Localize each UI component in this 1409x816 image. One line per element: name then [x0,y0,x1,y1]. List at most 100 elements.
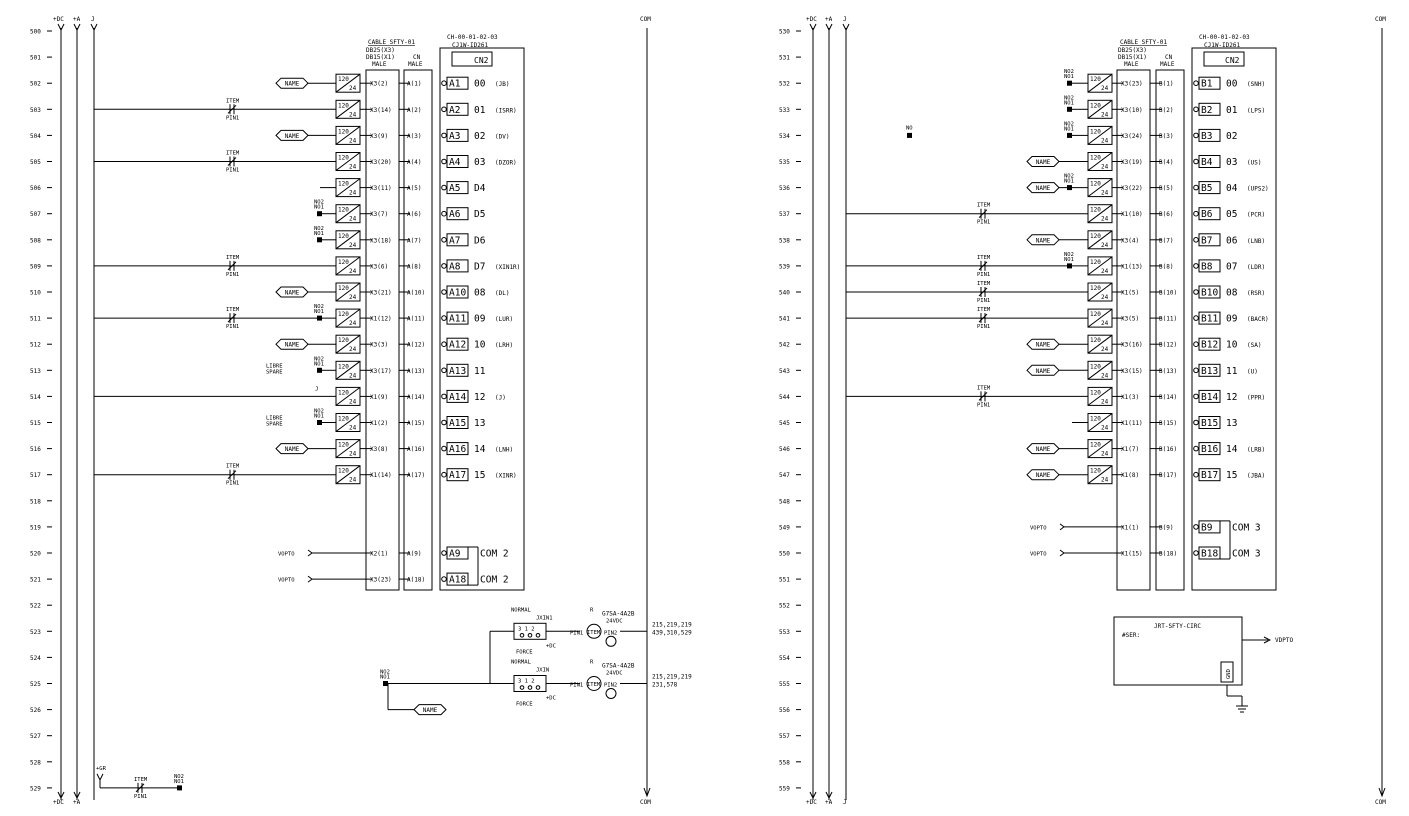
input-tag: (SNH) [1247,81,1265,88]
terminal-box [446,363,469,377]
right-rail-j-label: J [843,16,847,23]
pin2-label: PIN2 [604,683,617,689]
rung-number: 554 [779,655,790,662]
rung-number: 544 [779,394,790,401]
relay-diagonal [1087,334,1113,354]
terminal-label: A16 [449,444,466,455]
relay-rating-top: 120 [1090,181,1101,188]
module-terminal [1193,419,1199,426]
cn-pin-label: A(5) [407,185,421,192]
gr-label: +GR [96,766,107,772]
relay-diagonal [1087,360,1113,380]
switch-pin [535,685,541,690]
name-flag-label: NAME [1036,472,1051,479]
relay-rating-top: 120 [338,155,349,162]
terminal-box [1198,207,1221,221]
contact-slash [978,261,988,271]
terminal-box [446,311,469,325]
io-module-box [439,47,525,591]
rung-number: 527 [30,733,41,740]
cn-pin-label: A(16) [407,446,425,453]
right-cn-label: CN [1165,54,1173,61]
name-flag: NAME [275,338,309,350]
spare-label: SPARE [266,422,283,428]
terminal-box [446,442,469,456]
name-flag: NAME [1026,469,1060,481]
j-label: J [315,386,318,392]
relay-coil [586,676,602,691]
rail-arrow-top [73,23,81,32]
relay-r-label: R [590,660,594,666]
rung-number: 555 [779,681,790,688]
relay-diagonal [335,230,361,250]
vopto-label: VOPTO [278,552,295,558]
relay-rating-bottom: 24 [1101,398,1109,405]
switch-pin [519,633,525,638]
input-tag: (BACR) [1247,316,1269,323]
rung-number: 537 [779,211,790,218]
cn-pin-label: A(18) [407,577,425,584]
left-db15-label: DB15(X1) [366,54,395,61]
relay-rating-top: 120 [338,442,349,449]
cn-pin-label: B(16) [1159,446,1177,453]
terminal-box [446,389,469,403]
terminal-label: A2 [449,105,460,116]
relay-rating-top: 120 [338,207,349,214]
module-terminal [1193,367,1199,374]
relay-diagonal [1087,73,1113,93]
rung-number: 535 [779,159,790,166]
cable-pin-label: X1(13) [1121,263,1143,270]
cn-pin-label: A(1) [407,81,421,88]
vdpto-arrow [1263,636,1272,644]
rung-number: 531 [779,55,790,62]
name-flag-label: NAME [285,342,300,349]
rail-arrow-bottom [1378,787,1386,798]
cable-connector-box [365,69,400,591]
relay-volt-label: 24VDC [606,671,623,677]
no-terminal [317,237,322,243]
cn-pin-label: B(8) [1159,263,1173,270]
rung-number: 517 [30,472,41,479]
module-terminal [441,132,447,139]
right-db25-label: DB25(X3) [1118,47,1147,54]
module-terminal [441,289,447,295]
input-bit: 11 [1226,366,1238,377]
cable-pin-label: X3(23) [1121,81,1143,88]
rung-number: 501 [30,55,41,62]
input-bit: 05 [1226,209,1237,220]
module-terminal [441,80,447,86]
input-tag: (XINR) [495,473,517,480]
input-bit: 08 [474,288,486,299]
cable-pin-label: X1(3) [1121,394,1139,401]
relay-rating-top: 120 [1090,416,1101,423]
input-bit: 03 [1226,157,1237,168]
terminal-label: A13 [449,366,466,377]
left-rail-dc-label-bottom: +DC [53,799,64,806]
rung-number: 505 [30,159,41,166]
rung-number: 548 [779,498,790,505]
cn-pin-label: B(5) [1159,185,1173,192]
cn-pin-label: B(17) [1159,472,1177,479]
input-tag: (LPS) [1247,107,1265,114]
input-bit: 08 [1226,288,1238,299]
terminal-label: B10 [1201,288,1218,299]
terminal-box [1198,416,1221,429]
rung-number: 510 [30,290,41,297]
cn-pin-label: A(4) [407,159,421,166]
pin1-label: PIN1 [226,324,239,330]
rung-number: 518 [30,498,41,505]
relay-diagonal [1087,178,1113,198]
module-terminal [1193,80,1199,86]
cross-ref-2: 231,578 [652,682,678,689]
input-tag: (LUR) [495,316,513,323]
cn-pin-label: A(7) [407,237,421,244]
libre-label: LIBRE [266,363,283,369]
relay-rating-top: 120 [338,311,349,318]
